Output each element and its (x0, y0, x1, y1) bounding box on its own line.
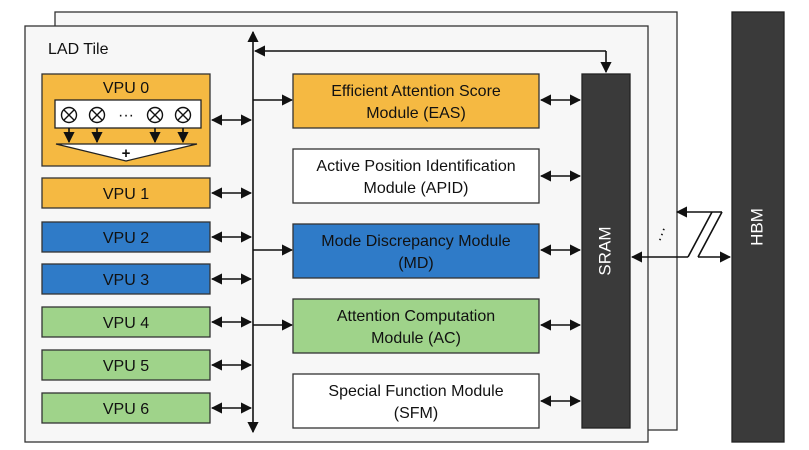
apid-module-label-line2: Module (APID) (364, 180, 469, 197)
vpu-2-block (41, 221, 211, 253)
sram-hbm-link (697, 211, 723, 258)
adder-symbol: + (122, 145, 131, 162)
hbm-block (731, 11, 785, 443)
apid-module (292, 148, 540, 204)
vpu-1-label: VPU 1 (103, 186, 149, 203)
apid-module-label-line1: Active Position Identification (316, 158, 515, 175)
sfm-module-label-line2: (SFM) (394, 405, 438, 422)
vpu-3-label: VPU 3 (103, 272, 149, 289)
multiplier-icon (174, 106, 192, 124)
vpu-5-label: VPU 5 (103, 358, 149, 375)
vpu-4-label: VPU 4 (103, 315, 149, 332)
adder-tree-icon (55, 143, 198, 162)
multiplier-icon (146, 106, 164, 124)
vpu-2-label: VPU 2 (103, 230, 149, 247)
vpu-0-label: VPU 0 (103, 80, 149, 97)
ac-module (292, 298, 540, 354)
sram-block (581, 73, 631, 429)
eas-module-label-line2: Module (EAS) (366, 105, 466, 122)
eas-module (292, 73, 540, 129)
vpu-4-block (41, 306, 211, 338)
vpu-6-block (41, 392, 211, 424)
ac-module-label-line1: Attention Computation (337, 308, 495, 325)
sfm-module-label-line1: Special Function Module (328, 383, 503, 400)
md-module-label-line1: Mode Discrepancy Module (321, 233, 511, 250)
vpu-1-block (41, 177, 211, 209)
multiplier-icon (88, 106, 106, 124)
ac-module-label-line2: Module (AC) (371, 330, 461, 347)
md-module-label-line2: (MD) (398, 255, 434, 272)
multiplier-icon (60, 106, 78, 124)
sfm-module (292, 373, 540, 429)
md-module (292, 223, 540, 279)
hbm-label: HBM (747, 208, 766, 246)
sram-label: SRAM (595, 226, 614, 275)
vpu-6-label: VPU 6 (103, 401, 149, 418)
multiplier-ellipsis: ··· (118, 107, 134, 124)
vpu-3-block (41, 263, 211, 295)
link-ellipsis: ··· (651, 224, 672, 245)
lad-tile-title: LAD Tile (48, 41, 109, 58)
sram-hbm-link (687, 211, 713, 258)
vpu-5-block (41, 349, 211, 381)
eas-module-label-line1: Efficient Attention Score (331, 83, 501, 100)
